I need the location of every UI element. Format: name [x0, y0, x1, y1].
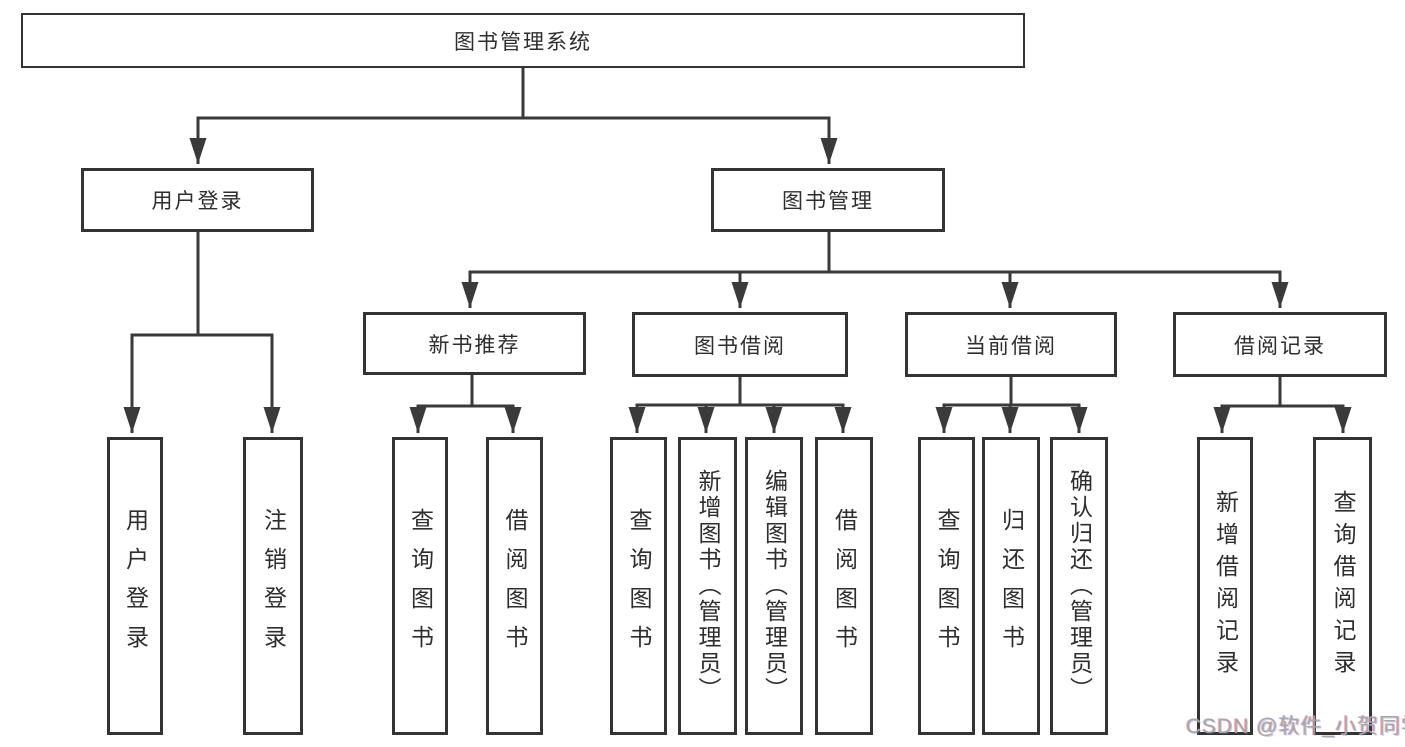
- leaf-borrow-books-recommend: 借阅图书: [486, 437, 543, 735]
- leaf-user-login: 用户登录: [107, 437, 163, 735]
- leaf-query-books-current: 查询图书: [918, 437, 975, 735]
- leaf-query-books-recommend: 查询图书: [392, 437, 448, 735]
- leaf-query-borrow-record: 查询借阅记录: [1313, 437, 1372, 735]
- leaf-borrow-books: 借阅图书: [815, 437, 873, 735]
- leaf-add-books-admin: 新增图书（管理员）: [678, 437, 737, 735]
- leaf-return-books: 归还图书: [982, 437, 1040, 735]
- leaf-query-books-borrow: 查询图书: [610, 437, 667, 735]
- node-borrowing-records: 借阅记录: [1173, 312, 1387, 377]
- node-book-borrowing: 图书借阅: [632, 312, 848, 377]
- node-current-borrowing: 当前借阅: [905, 312, 1117, 377]
- node-library-management-system: 图书管理系统: [21, 13, 1025, 68]
- node-book-management: 图书管理: [711, 168, 945, 232]
- node-new-book-recommendation: 新书推荐: [363, 312, 586, 375]
- node-user-login-group: 用户登录: [81, 168, 314, 232]
- csdn-watermark: CSDN @软件_小贺同学: [1186, 715, 1405, 738]
- leaf-edit-books-admin: 编辑图书（管理员）: [745, 437, 803, 735]
- leaf-add-borrow-record: 新增借阅记录: [1197, 437, 1253, 735]
- leaf-confirm-return-admin: 确认归还（管理员）: [1050, 437, 1108, 735]
- leaf-logout: 注销登录: [243, 437, 303, 735]
